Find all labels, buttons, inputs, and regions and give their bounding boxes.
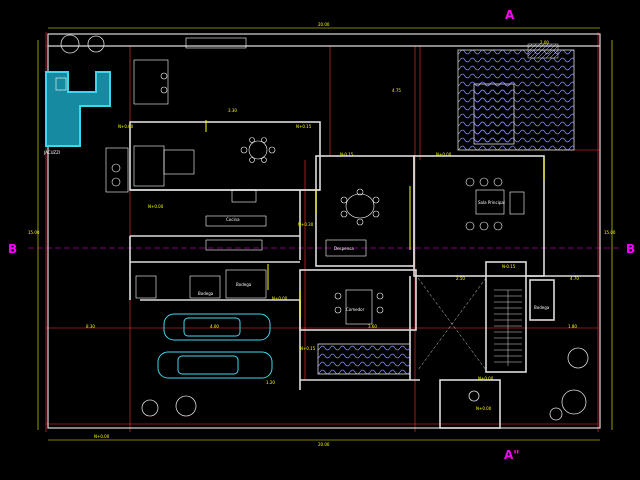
room-label-cocina: Cocina	[226, 217, 240, 222]
pool	[45, 71, 111, 147]
trees	[60, 34, 589, 421]
room-label-bodega-1: Bodega	[198, 291, 214, 296]
dimension-frame	[37, 27, 613, 441]
room-label-bodega-3: Bodega	[534, 305, 550, 310]
void-diagonals	[417, 277, 487, 371]
level-marker: N+0.00	[272, 296, 288, 301]
level-marker: N+0.00	[436, 152, 452, 157]
level-marker: N+0.15	[300, 346, 316, 351]
hatched-planter	[527, 43, 559, 59]
section-mark-bottom: A"	[504, 448, 520, 462]
dimension-right-total: 15.00	[604, 230, 616, 235]
dimension-9: 1.20	[266, 380, 275, 385]
room-label-comedor: Comedor	[346, 307, 365, 312]
room-label-sala: Sala Principal	[478, 200, 505, 205]
level-marker: N-0.15	[340, 152, 354, 157]
furniture	[105, 37, 525, 325]
cars	[157, 313, 273, 379]
dimension-7: 4.70	[570, 276, 579, 281]
dimension-3: 8.30	[86, 324, 95, 329]
room-label-bodega-2: Bodega	[236, 282, 252, 287]
section-mark-left: B	[8, 242, 18, 256]
room-label-jacuzzi: JACUZZI	[44, 150, 61, 155]
level-marker: N-0.15	[502, 264, 516, 269]
house-walls	[129, 121, 600, 429]
section-mark-top: A	[505, 8, 515, 22]
dimension-left-total: 15.00	[28, 230, 40, 235]
section-mark-right: B	[626, 242, 636, 256]
dimension-total-top: 20.00	[318, 22, 330, 27]
level-marker: N+0.00	[478, 376, 494, 381]
openings	[205, 120, 545, 318]
dimension-4: 4.00	[210, 324, 219, 329]
level-marker: N+0.00	[476, 406, 492, 411]
dimension-total-bottom: 20.00	[318, 442, 330, 447]
room-label-despensa: Despensa	[334, 246, 354, 251]
paved-garden	[317, 49, 575, 375]
level-marker: N+0.00	[94, 434, 110, 439]
dimension-1: 4.75	[392, 88, 401, 93]
level-marker: N+0.00	[148, 204, 164, 209]
dimension-2: 3.30	[228, 108, 237, 113]
dimension-10: 2.00	[540, 40, 549, 45]
site-walls	[47, 33, 601, 429]
level-marker: N+0.00	[118, 124, 134, 129]
dimension-6: 1.80	[568, 324, 577, 329]
dimension-8: 2.50	[456, 276, 465, 281]
dimension-5: 3.60	[368, 324, 377, 329]
stairs	[494, 289, 522, 366]
level-marker: N+0.30	[298, 222, 314, 227]
level-marker: N+0.15	[296, 124, 312, 129]
